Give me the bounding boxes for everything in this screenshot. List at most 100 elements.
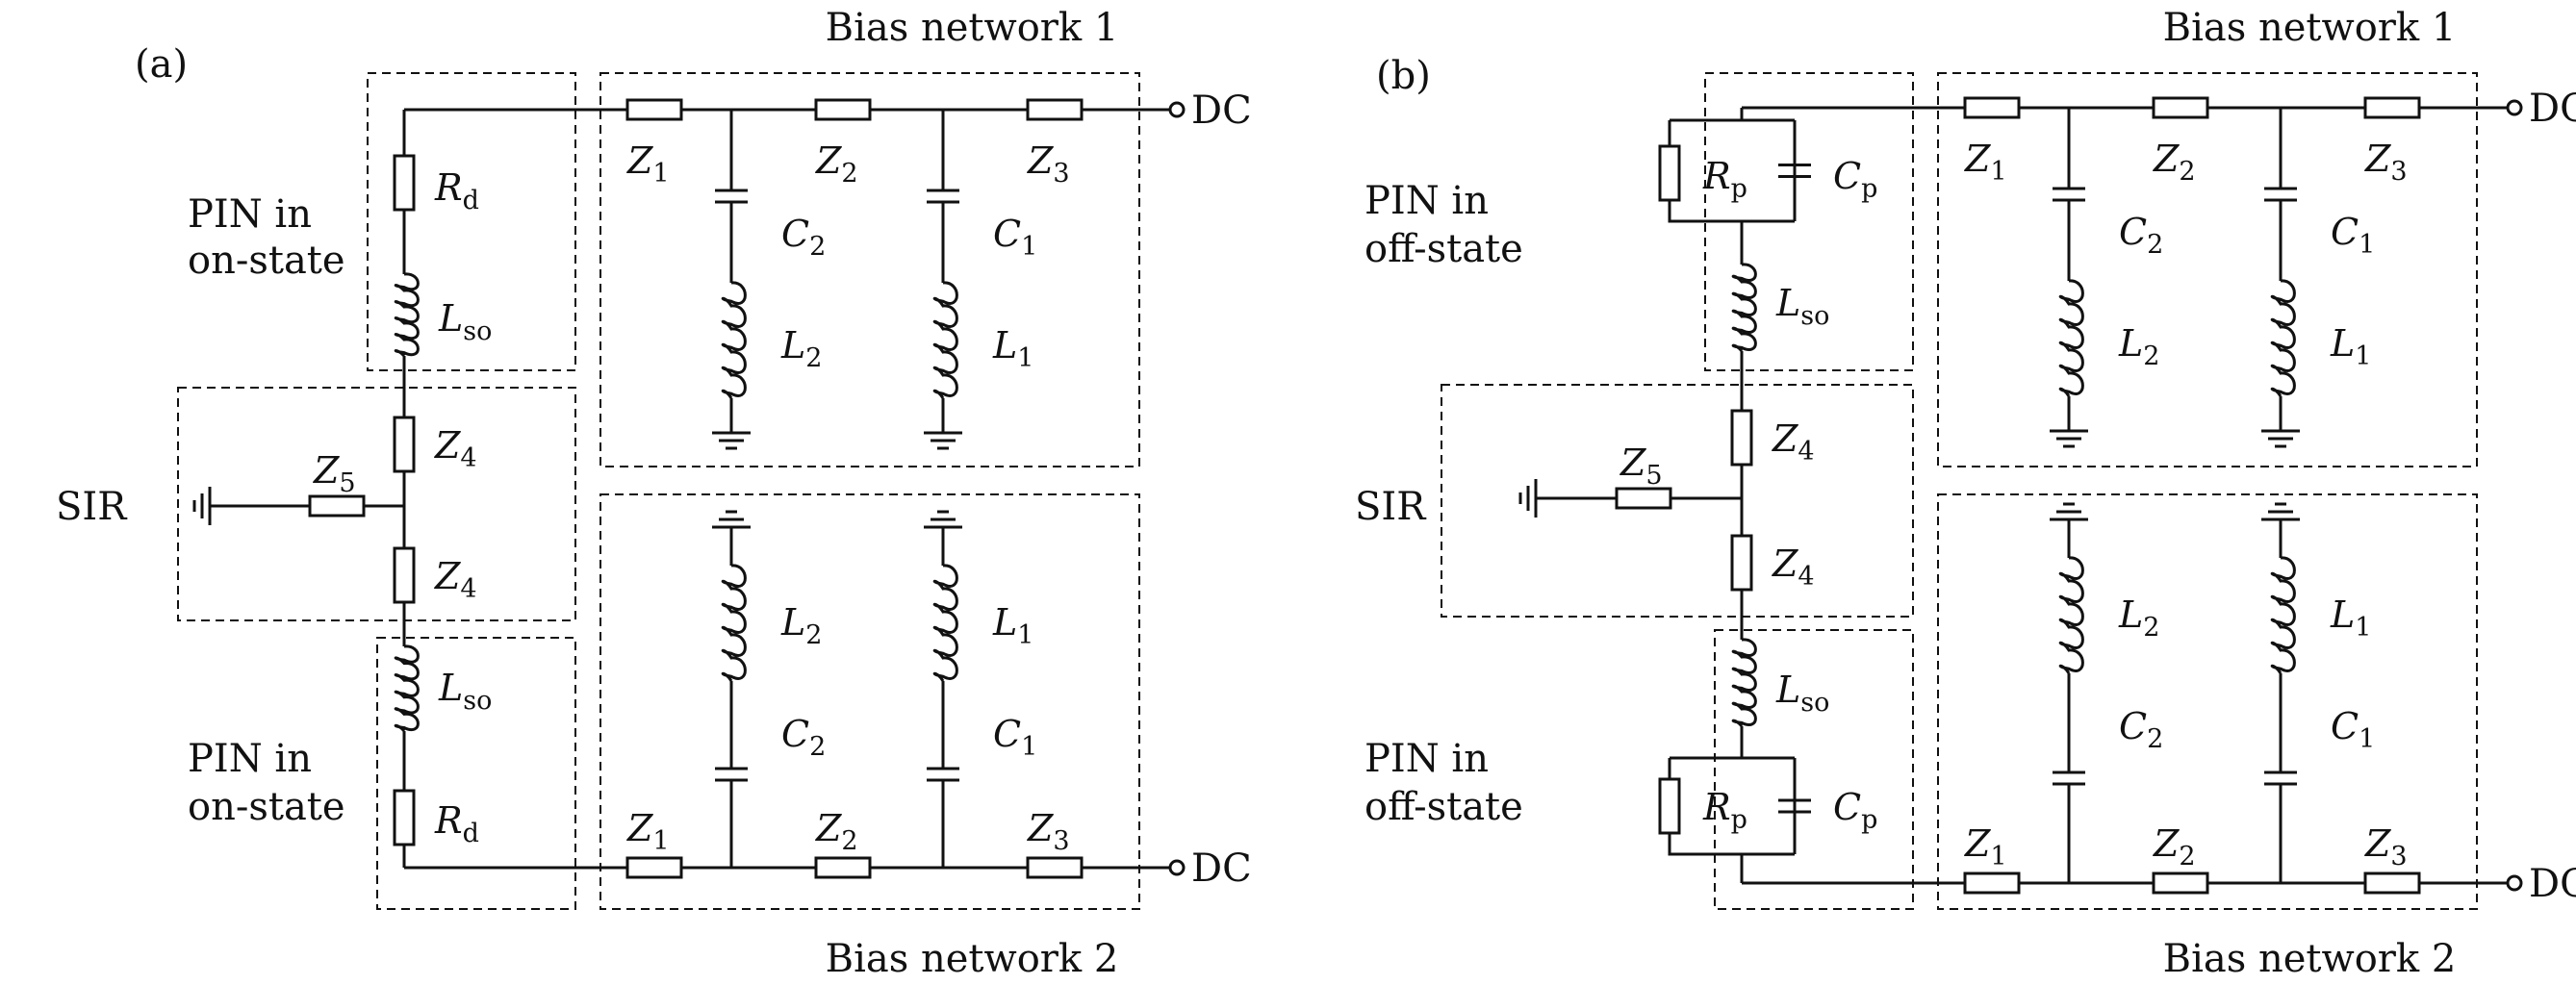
bias-network-1-box — [599, 72, 1140, 467]
rp-bottom-label: Rp — [1702, 786, 1747, 835]
z4-lower-label: Z4 — [434, 555, 477, 604]
sir-box — [1441, 384, 1914, 618]
dc-label-top: DC — [2529, 87, 2576, 131]
bias-network-1-box — [1937, 72, 2478, 467]
cp-bottom-label: Cp — [1833, 786, 1877, 835]
l1-bottom-label: L1 — [992, 601, 1033, 650]
lso-bottom-label: Lso — [1775, 669, 1829, 718]
l2-bottom — [2058, 556, 2084, 674]
z5-label: Z5 — [313, 449, 356, 498]
z3-top-label: Z3 — [1027, 139, 1070, 189]
z4-upper — [1730, 409, 1753, 467]
panel-tag: (b) — [1376, 54, 1431, 98]
rd-top — [393, 154, 416, 212]
z4-upper-label: Z4 — [1772, 417, 1815, 467]
bias-network-1-title: Bias network 1 — [826, 6, 1119, 50]
pin-top-label-line1: PIN in — [188, 192, 312, 237]
lso-top-label: Lso — [438, 297, 492, 346]
rd-bottom — [393, 789, 416, 846]
c1-top-label: C1 — [993, 213, 1037, 262]
l1-bottom — [932, 564, 958, 682]
dc-label-bottom: DC — [1191, 846, 1252, 891]
lso-bottom-label: Lso — [438, 667, 492, 716]
bias-network-2-title: Bias network 2 — [2163, 937, 2457, 981]
sir-box — [177, 387, 576, 621]
pin-bottom-box — [1714, 629, 1914, 910]
z1-top-label: Z1 — [1964, 138, 2007, 187]
z1-bottom-label: Z1 — [1964, 822, 2007, 871]
z1-top — [1963, 96, 2021, 119]
z4-upper-label: Z4 — [434, 424, 477, 473]
pin-bottom-wire — [1670, 726, 1795, 760]
l2-bottom-label: L2 — [2118, 594, 2159, 643]
z2-bottom-label: Z2 — [2153, 822, 2196, 871]
c1-bottom-label: C1 — [993, 713, 1037, 762]
rp-bottom — [1658, 777, 1681, 835]
pin-top-wire — [1668, 120, 1795, 223]
pin-bottom-label-line2: on-state — [188, 785, 345, 829]
c1-top-label: C1 — [2331, 211, 2375, 260]
z4-lower — [1730, 534, 1753, 592]
panel-a: Bias network 1 Bias network 2 (a) SIR PIN in… — [56, 6, 1252, 981]
lso-bottom — [394, 644, 420, 733]
z2-top-label: Z2 — [815, 139, 858, 189]
z2-top — [2152, 96, 2209, 119]
pin-bottom-label-line1: PIN in — [1365, 737, 1489, 781]
panel-tag: (a) — [135, 42, 188, 87]
l1-bottom-label: L1 — [2330, 594, 2371, 643]
z3-bottom — [2363, 871, 2421, 895]
z3-bottom — [1026, 856, 1084, 879]
panel-b: Bias network 1 Bias network 2 (b) SIR PIN in… — [1355, 6, 2576, 981]
z5-label: Z5 — [1620, 442, 1663, 491]
rd-top-label: Rd — [434, 166, 479, 215]
l2-top — [721, 281, 747, 399]
l1-top-label: L1 — [2330, 322, 2371, 371]
pin-top-label-line2: off-state — [1365, 227, 1523, 271]
pin-top-label-line1: PIN in — [1365, 179, 1489, 223]
z2-bottom-label: Z2 — [815, 807, 858, 856]
pin-bottom-label-line2: off-state — [1365, 785, 1523, 829]
rp-top — [1658, 144, 1681, 202]
l2-bottom — [721, 564, 747, 682]
l1-bottom — [2270, 556, 2296, 674]
l2-top-label: L2 — [2118, 322, 2159, 371]
pin-top-box — [1704, 72, 1914, 371]
dc-label-bottom: DC — [2529, 862, 2576, 906]
dc-label-top: DC — [1191, 88, 1252, 133]
z1-top — [625, 98, 683, 121]
rp-top-label: Rp — [1702, 155, 1747, 204]
cp-top-label: Cp — [1833, 155, 1877, 204]
lso-top-label: Lso — [1775, 282, 1829, 331]
l2-bottom-label: L2 — [780, 601, 822, 650]
sir-label: SIR — [1355, 485, 1427, 529]
z2-bottom — [2152, 871, 2209, 895]
z3-bottom-label: Z3 — [1027, 807, 1070, 856]
z1-bottom — [625, 856, 683, 879]
pin-top-wire — [1670, 108, 1795, 122]
pin-bottom-box — [376, 637, 576, 910]
l1-top — [2270, 279, 2296, 397]
c2-bottom-label: C2 — [781, 713, 826, 762]
z4-lower — [393, 546, 416, 604]
l2-top-label: L2 — [780, 324, 822, 373]
z2-top-label: Z2 — [2153, 138, 2196, 187]
z1-top-label: Z1 — [626, 139, 670, 189]
bias-network-1-title: Bias network 1 — [2163, 6, 2457, 50]
z3-top — [1026, 98, 1084, 121]
z5 — [308, 494, 366, 518]
pin-top-label-line2: on-state — [188, 239, 345, 283]
c1-bottom-label: C1 — [2331, 705, 2375, 754]
rd-bottom-label: Rd — [434, 799, 479, 848]
sir-label: SIR — [56, 485, 128, 529]
c2-top-label: C2 — [781, 213, 826, 262]
z2-bottom — [814, 856, 872, 879]
z4-lower-label: Z4 — [1772, 543, 1815, 592]
z2-top — [814, 98, 872, 121]
z5 — [1615, 487, 1672, 510]
l1-top-label: L1 — [992, 324, 1033, 373]
z3-top — [2363, 96, 2421, 119]
z1-bottom-label: Z1 — [626, 807, 670, 856]
z4-upper — [393, 416, 416, 473]
bias-network-2-title: Bias network 2 — [826, 937, 1119, 981]
